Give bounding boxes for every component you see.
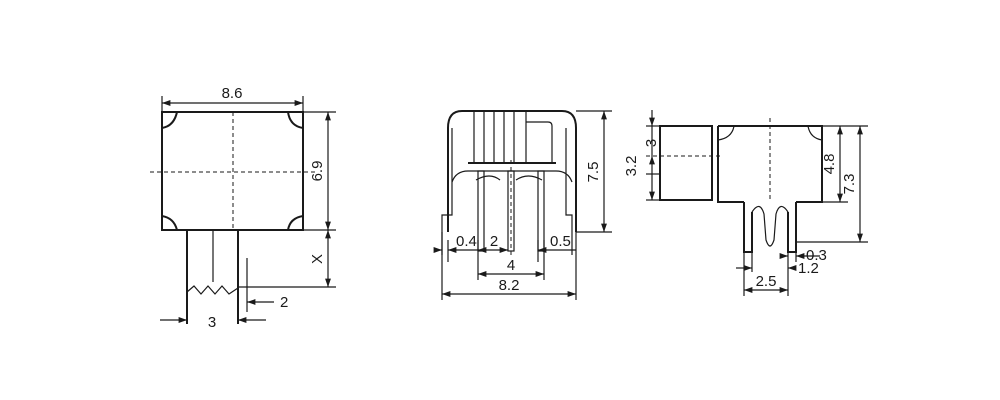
lead-break-line (186, 285, 239, 295)
dim-lead-width-label: 3 (208, 314, 216, 331)
pin-right (537, 170, 545, 252)
end-leg-left (743, 202, 753, 253)
dim-body-width-label: 8.2 (499, 277, 520, 294)
dim-height-label: 6.9 (309, 161, 326, 182)
front-view: 8.6 6.9 X 2 3 (150, 85, 336, 331)
dim-actuator-offset-label: 3.2 (623, 156, 640, 177)
dim-total-height-label: 7.3 (841, 174, 858, 195)
dim-side-height-label: 7.5 (585, 162, 602, 183)
corner-mark-br (287, 215, 304, 231)
dim-leg-width-label: 1.2 (798, 260, 819, 277)
end-spring (751, 205, 789, 247)
dim-pin-thickness-label: 0.3 (806, 247, 827, 264)
side-bottom-arches (451, 170, 573, 183)
dim-lead-length-label: X (309, 254, 326, 264)
dim-pin-pitch-label: 2 (490, 233, 498, 250)
corner-mark-tl (161, 111, 178, 129)
dim-pin-dia-right-label: 0.5 (550, 233, 571, 250)
dim-width-label: 8.6 (222, 85, 243, 102)
actuator-lever (473, 110, 527, 164)
corner-mark-tr (287, 111, 304, 129)
dim-leg-spacing-label: 2.5 (756, 273, 777, 290)
dim-pin-dia-left-label: 0.4 (456, 233, 477, 250)
dim-pin-span-label: 4 (507, 257, 515, 274)
actuator-slot (526, 121, 553, 163)
corner-mark-bl (161, 215, 178, 231)
dim-body-height-label: 4.8 (821, 154, 838, 175)
dim-lead-offset-label: 2 (280, 294, 288, 311)
end-leg-right (787, 202, 797, 253)
pin-left (477, 170, 485, 252)
end-actuator (659, 125, 713, 201)
end-view: 3 3.2 4.8 7.3 0.3 1.2 2.5 (623, 110, 868, 296)
side-view: 7.5 0.4 2 0.5 4 8.2 (433, 110, 612, 300)
dim-actuator-height-label: 3 (643, 139, 660, 147)
